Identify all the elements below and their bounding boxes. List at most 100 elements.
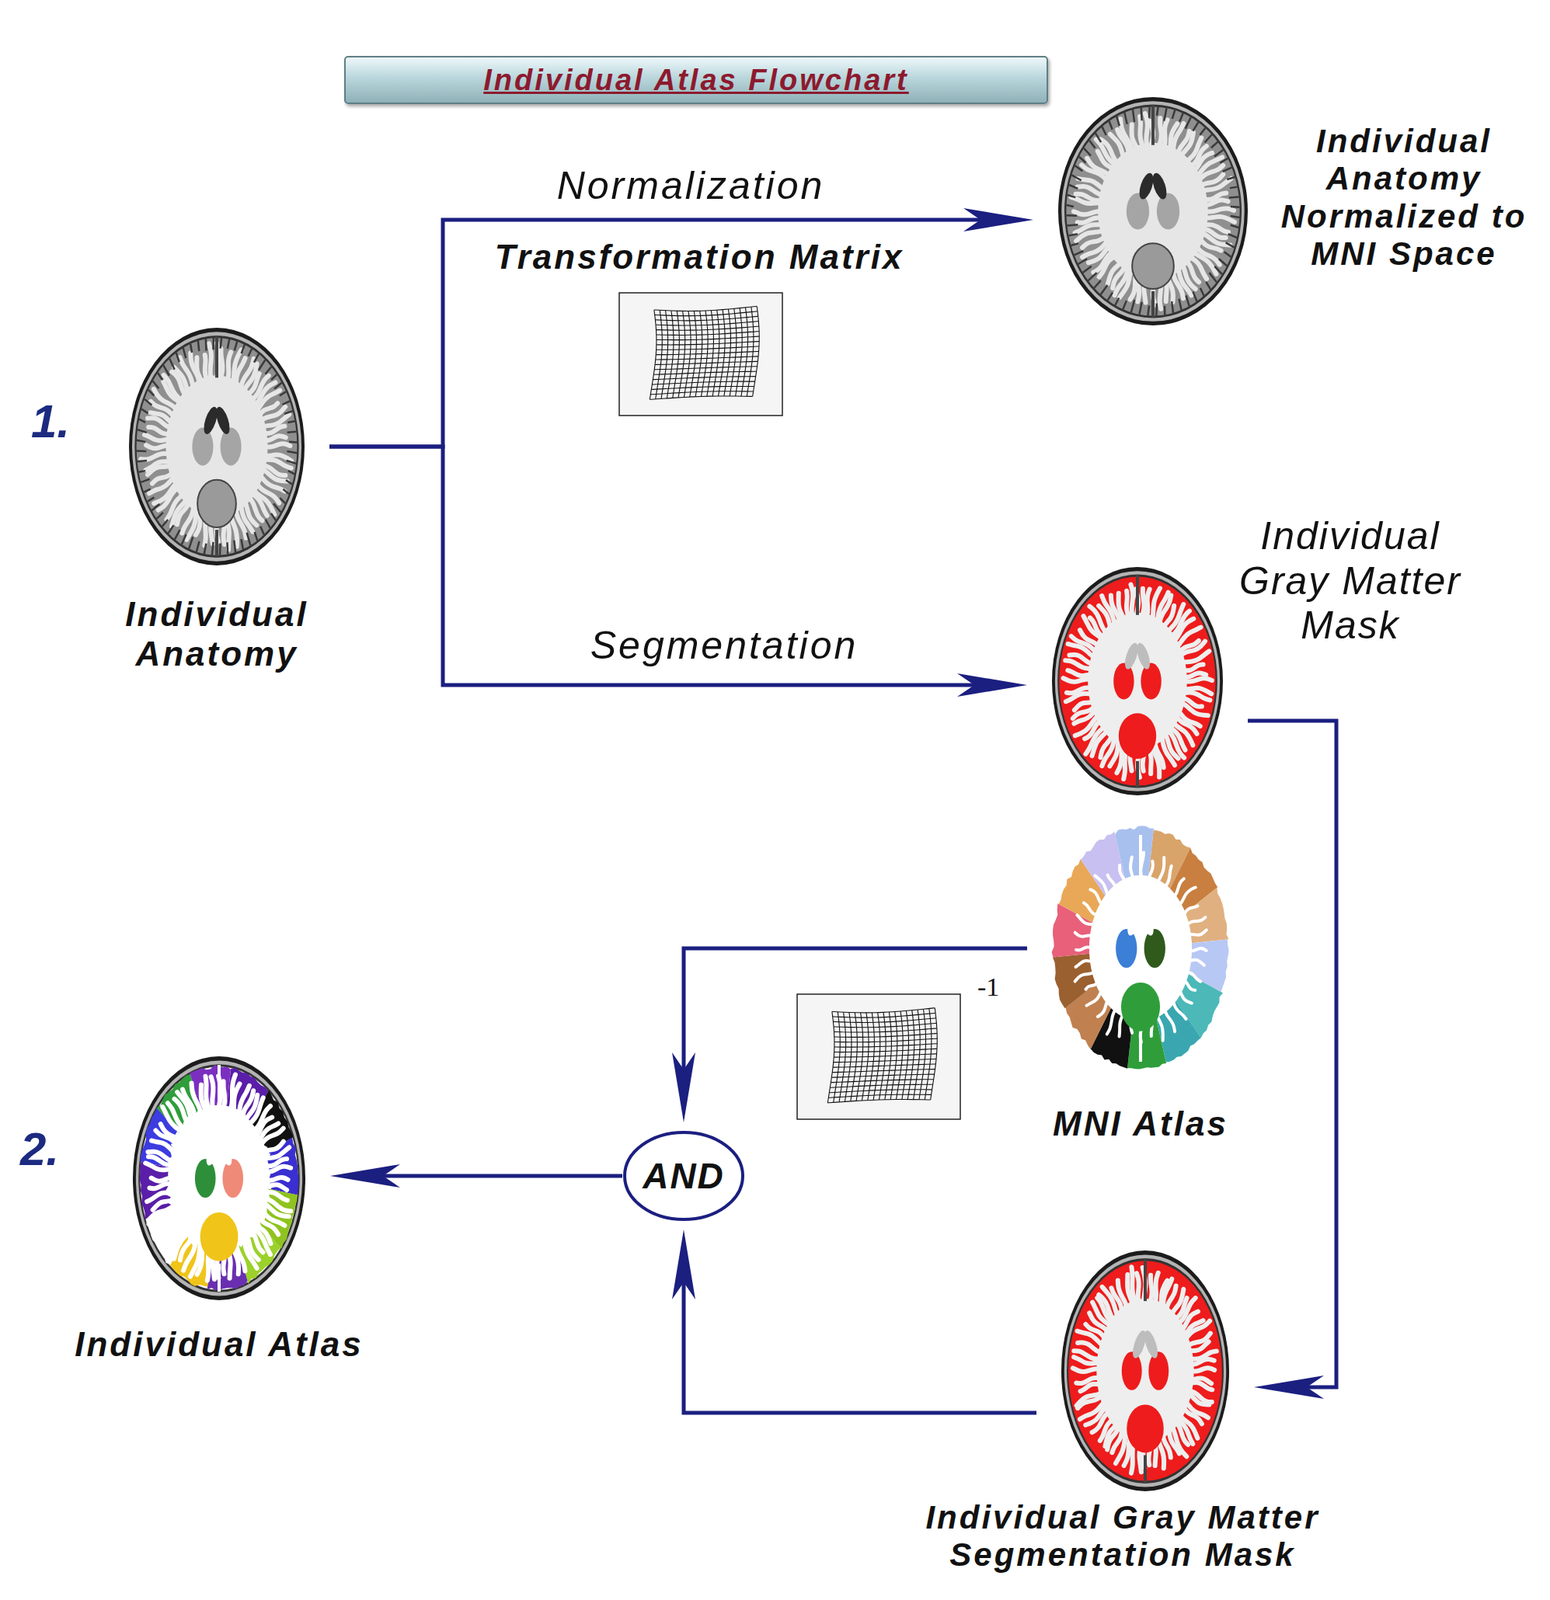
brain-part <box>200 1212 239 1262</box>
brain-part <box>1156 192 1180 230</box>
grid-line <box>831 1074 934 1078</box>
midline-fissure <box>215 529 219 558</box>
brain-part <box>1064 1254 1227 1488</box>
brain-part <box>132 331 302 561</box>
sulcus <box>265 519 271 529</box>
annotation: -1 <box>977 972 1000 1003</box>
sulcus <box>226 542 229 554</box>
grid-line <box>902 1010 910 1100</box>
node-label-block: Individual Gray Matter Segmentation Mask <box>885 1499 1360 1575</box>
white-matter-fold <box>1107 1004 1119 1035</box>
midline-fissure <box>1143 1455 1147 1484</box>
grid-line <box>649 396 753 400</box>
brain-part <box>1148 1351 1169 1391</box>
title-band: Individual Atlas Flowchart <box>344 55 1049 105</box>
sulcus <box>1148 107 1151 119</box>
sulcus <box>1214 149 1223 157</box>
brain-part <box>134 335 299 558</box>
sulcus <box>1193 292 1198 302</box>
sulcus <box>1100 285 1108 295</box>
sulcus <box>1066 205 1074 207</box>
white-matter-fold <box>1077 178 1107 192</box>
white-matter-fold <box>261 435 286 441</box>
grid-line <box>830 1079 934 1084</box>
brain-illustration <box>1061 1250 1230 1492</box>
grid-line <box>907 1010 915 1101</box>
step-number: 1. <box>31 394 70 449</box>
grid-line <box>654 306 757 311</box>
sulcus <box>204 543 207 554</box>
sulcus <box>151 504 160 511</box>
connector <box>329 219 1018 447</box>
white-matter-fold <box>1152 1273 1159 1310</box>
sulcus <box>285 480 293 485</box>
image-node: Individual Gray Matter Mask <box>1027 560 1248 802</box>
node-label-block: Individual Gray Matter Mask <box>1226 514 1475 649</box>
grid-line <box>896 1011 904 1100</box>
sulcus <box>1172 110 1175 119</box>
sulcus <box>1230 205 1240 209</box>
white-matter-fold <box>1184 917 1206 929</box>
midline-fissure <box>217 1264 221 1293</box>
sulcus <box>190 344 192 353</box>
white-matter-fold <box>1086 987 1105 1007</box>
white-matter-fold <box>1188 1368 1215 1372</box>
white-matter-fold <box>1180 905 1198 919</box>
white-matter-fold <box>1161 866 1172 892</box>
sulcus <box>183 348 186 359</box>
grid-line <box>707 310 715 398</box>
sulcus <box>1179 299 1182 310</box>
sulcus <box>1179 113 1183 122</box>
node-label: Individual Anatomy <box>111 595 322 674</box>
brain-part <box>1142 1329 1161 1360</box>
grid-line <box>832 1069 935 1073</box>
sulcus <box>289 441 297 444</box>
node-label: MNI Atlas <box>1052 1104 1229 1145</box>
brain-part <box>197 480 237 528</box>
sulcus <box>1200 288 1205 297</box>
brain-part <box>1058 97 1248 326</box>
brain-illustration <box>128 327 305 566</box>
sulcus <box>1186 295 1190 307</box>
sulcus <box>1074 250 1084 255</box>
white-matter-fold <box>1145 113 1149 153</box>
sulcus <box>198 341 199 352</box>
sulcus <box>137 460 147 462</box>
transformation-grid <box>797 994 961 1120</box>
grid-line <box>729 308 737 397</box>
white-matter-fold <box>1185 930 1207 937</box>
white-matter-fold <box>140 453 172 460</box>
sulcus <box>1224 251 1232 258</box>
white-matter-fold <box>1130 856 1135 886</box>
sulcus <box>1139 302 1143 315</box>
sulcus <box>1065 214 1077 217</box>
white-matter-fold <box>1083 902 1101 917</box>
white-matter-fold <box>1136 1273 1140 1310</box>
brain-part <box>1061 101 1244 322</box>
sulcus <box>1101 126 1106 136</box>
white-matter-fold <box>1075 933 1096 939</box>
brain-part <box>220 428 242 467</box>
connector <box>683 948 1028 1108</box>
white-matter-fold <box>146 445 171 449</box>
white-matter-fold <box>1176 887 1196 909</box>
sulcus <box>136 440 146 443</box>
sulcus <box>1163 306 1167 316</box>
white-matter-fold <box>222 1081 226 1115</box>
sulcus <box>1205 282 1211 290</box>
image-node: Individual Gray Matter Segmentation Mask <box>1036 1244 1254 1498</box>
brain-part <box>1115 929 1137 969</box>
white-matter-fold <box>208 343 213 385</box>
brain-illustration <box>132 1056 306 1301</box>
brain-part <box>215 1135 235 1167</box>
sulcus <box>1228 233 1237 238</box>
sulcus <box>1226 242 1235 248</box>
brain-part <box>1134 641 1153 672</box>
sulcus <box>1066 224 1078 226</box>
sulcus <box>247 532 251 546</box>
sulcus <box>271 374 277 380</box>
white-matter-fold <box>261 426 285 434</box>
sulcus <box>1211 142 1219 149</box>
white-matter-fold <box>1145 589 1150 624</box>
